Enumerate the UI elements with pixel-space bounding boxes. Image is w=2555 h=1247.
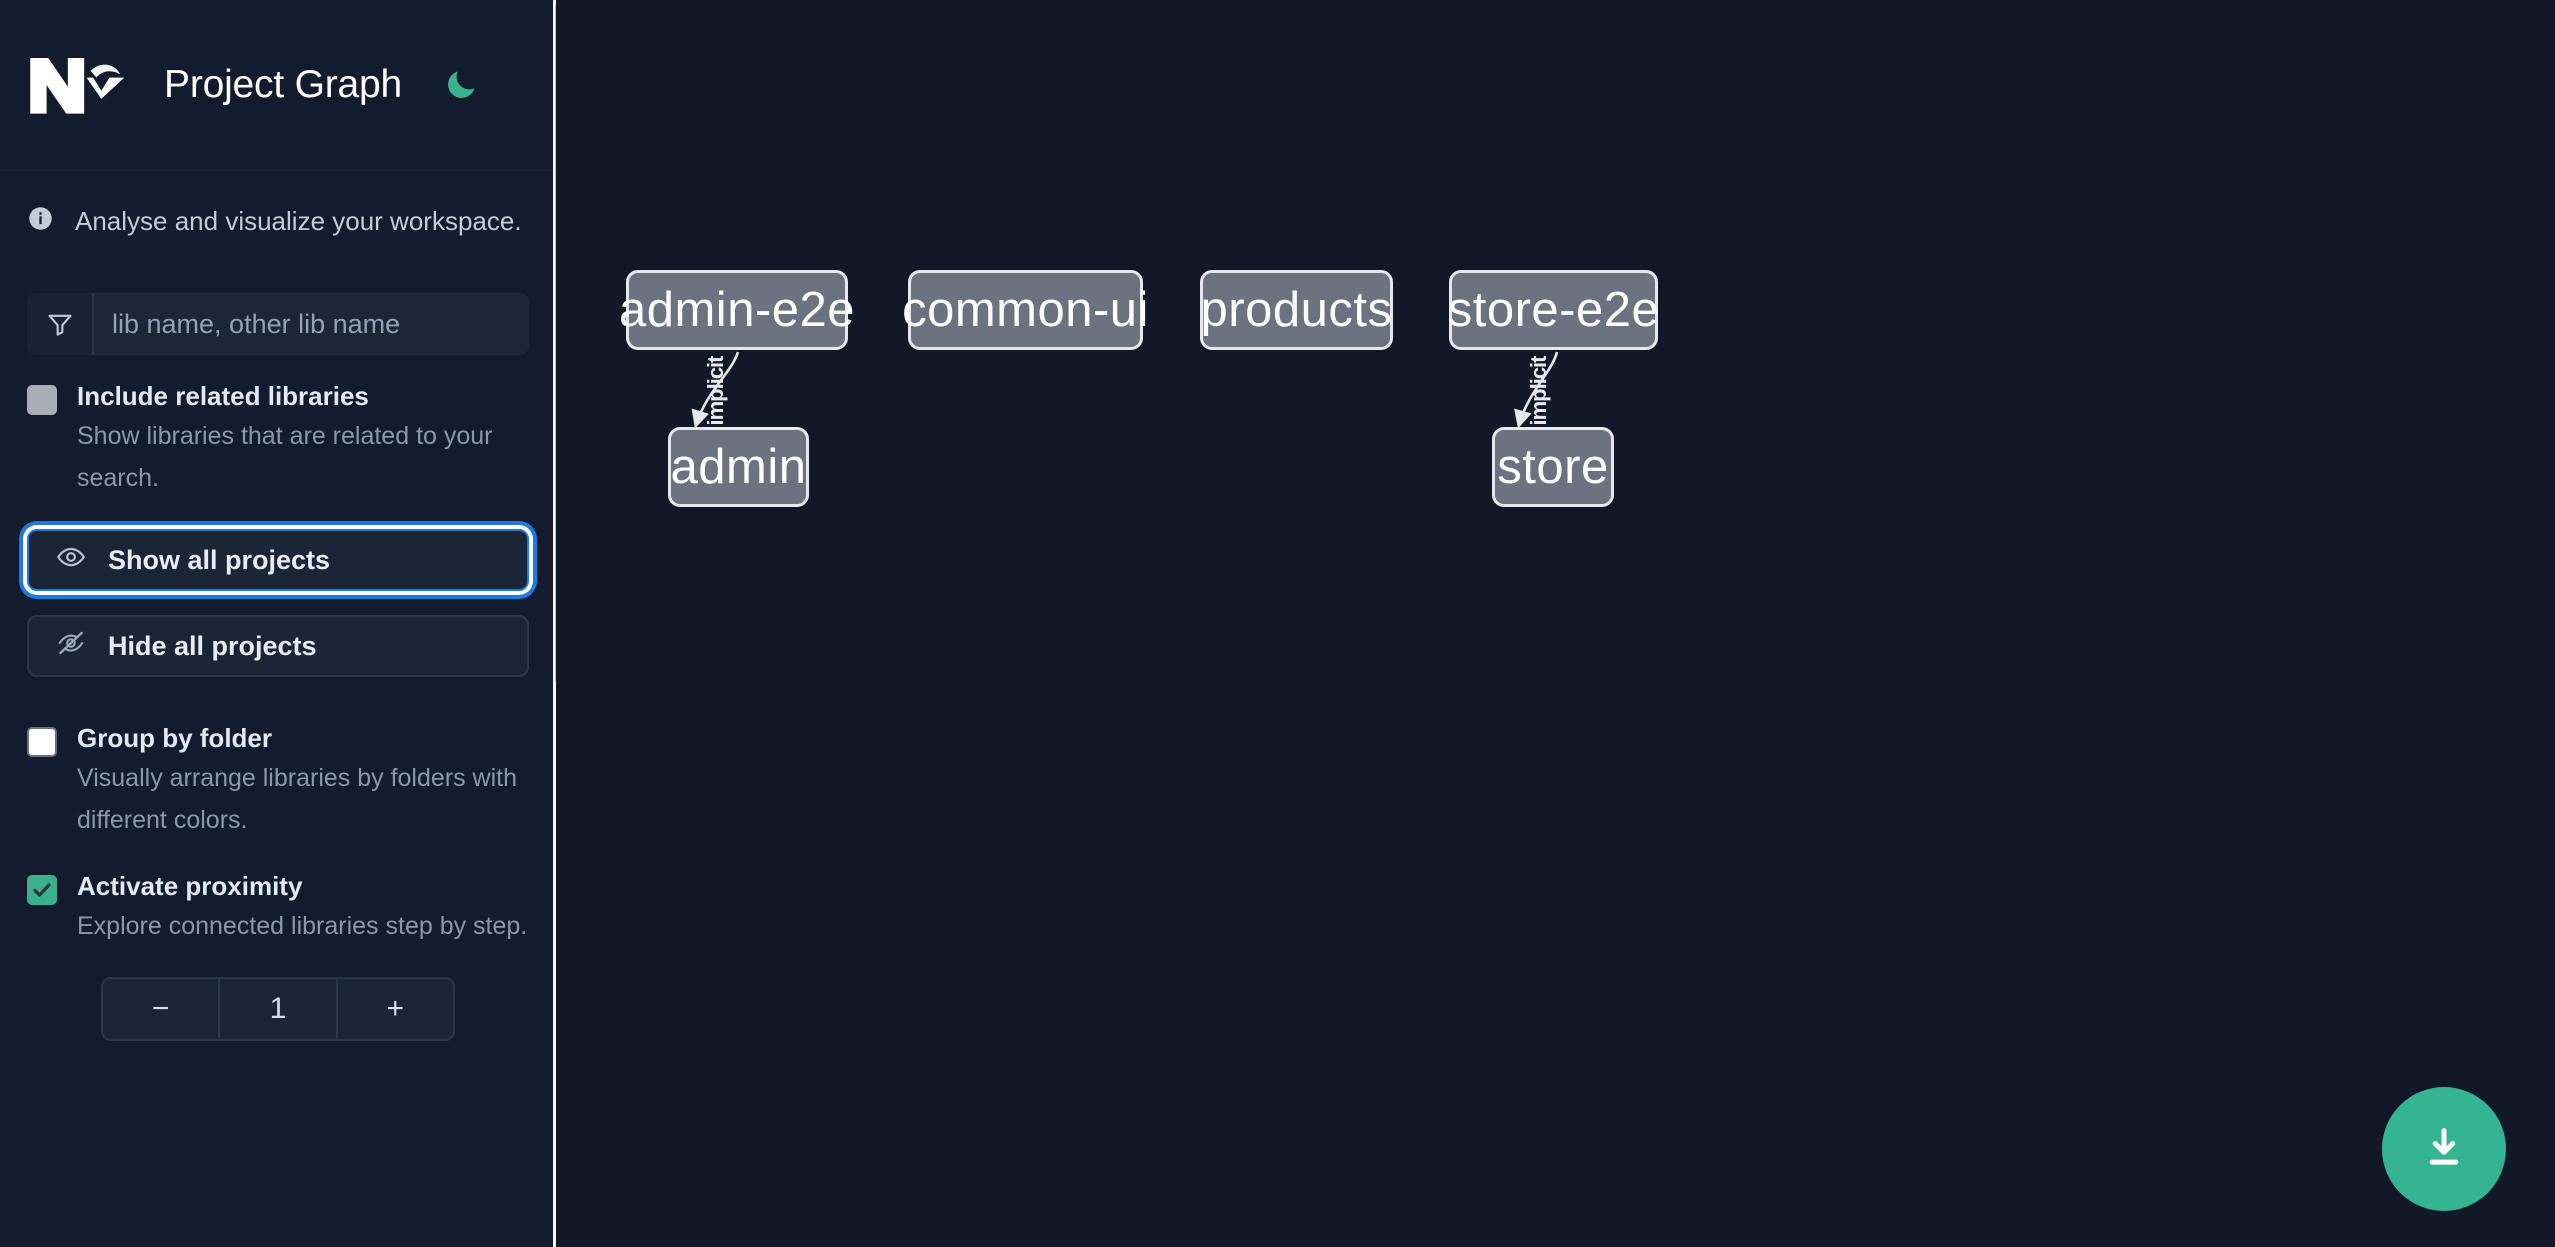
hide-all-projects-button[interactable]: Hide all projects	[27, 615, 529, 677]
tagline-text: Analyse and visualize your workspace.	[75, 205, 522, 236]
edge-admin-e2e-admin	[691, 351, 740, 429]
info-icon	[27, 205, 54, 237]
graph-node-admin[interactable]: admin	[668, 427, 809, 507]
option-title: Group by folder	[77, 723, 272, 753]
include-related-libraries-checkbox[interactable]	[27, 385, 57, 415]
option-title: Activate proximity	[77, 871, 303, 901]
sidebar: Project Graph Analyse and visualize your…	[0, 0, 556, 1247]
proximity-increment-button[interactable]: +	[337, 979, 453, 1039]
graph-node-common-ui[interactable]: common-ui	[902, 270, 1148, 350]
hide-all-projects-label: Hide all projects	[108, 630, 317, 661]
edge-label-implicit-admin: implicit	[703, 356, 728, 426]
graph-node-store[interactable]: store	[1492, 427, 1614, 507]
graph-node-admin-e2e[interactable]: admin-e2e	[619, 270, 855, 350]
sidebar-scrollbar-thumb[interactable]	[555, 2, 556, 685]
download-graph-button[interactable]	[2382, 1087, 2506, 1211]
sidebar-header: Project Graph	[0, 0, 556, 171]
option-group-by-folder[interactable]: Group by folder Visually arrange librari…	[27, 723, 529, 841]
option-description: Visually arrange libraries by folders wi…	[77, 764, 518, 834]
page-title: Project Graph	[164, 62, 403, 106]
edge-label-implicit-store: implicit	[1526, 356, 1551, 426]
sidebar-body: Analyse and visualize your workspace. In…	[0, 171, 556, 1041]
edge-store-e2e-store	[1514, 351, 1559, 429]
show-all-projects-button[interactable]: Show all projects	[27, 529, 529, 591]
check-icon	[33, 883, 51, 897]
filter-icon	[27, 293, 94, 355]
activate-proximity-checkbox[interactable]	[27, 875, 57, 905]
show-all-projects-label: Show all projects	[108, 544, 331, 575]
download-icon	[2418, 1122, 2470, 1177]
option-include-related-libraries[interactable]: Include related libraries Show libraries…	[27, 381, 529, 499]
moon-icon[interactable]	[439, 63, 483, 107]
option-title: Include related libraries	[77, 381, 369, 411]
graph-node-products[interactable]: products	[1200, 270, 1393, 350]
project-graph-canvas[interactable]: implicit implicit admin-e2e common-ui pr…	[556, 0, 2555, 1247]
proximity-decrement-button[interactable]: −	[103, 979, 219, 1039]
search-input[interactable]	[94, 293, 529, 355]
proximity-value: 1	[218, 979, 338, 1039]
search-field[interactable]	[27, 293, 529, 355]
tagline: Analyse and visualize your workspace.	[27, 171, 529, 271]
eye-off-icon	[56, 628, 86, 665]
proximity-stepper[interactable]: − 1 +	[101, 977, 455, 1041]
eye-icon	[56, 542, 86, 579]
graph-node-store-e2e[interactable]: store-e2e	[1448, 270, 1659, 350]
group-by-folder-checkbox[interactable]	[27, 727, 57, 757]
sidebar-scrollbar[interactable]	[553, 0, 556, 1247]
option-activate-proximity[interactable]: Activate proximity Explore connected lib…	[27, 871, 529, 947]
option-description: Explore connected libraries step by step…	[77, 912, 528, 940]
option-description: Show libraries that are related to your …	[77, 422, 493, 492]
nx-logo-icon	[27, 53, 125, 117]
graph-edges	[691, 351, 1559, 429]
